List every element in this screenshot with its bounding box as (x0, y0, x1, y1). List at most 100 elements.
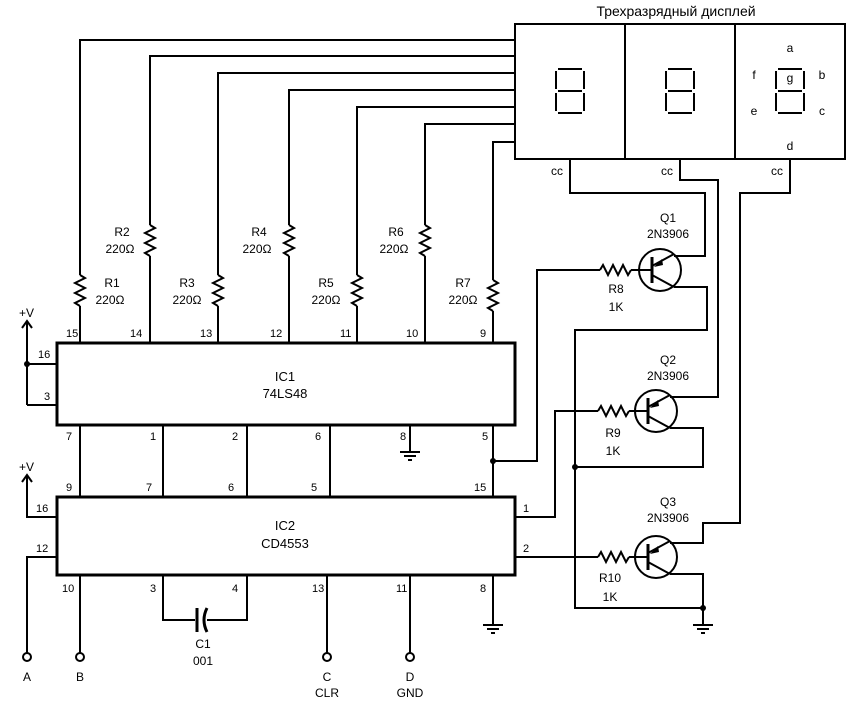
ic1-pin-5: 5 (482, 431, 488, 443)
terminal-d[interactable] (405, 652, 415, 662)
ic2-pin-4: 4 (232, 583, 238, 595)
terminal-a-label: A (23, 670, 31, 684)
cc-wire-digit-2 (670, 159, 719, 398)
q2-part: 2N3906 (647, 369, 689, 383)
ic2-pin-8: 8 (480, 583, 486, 595)
resistor-r3 (212, 274, 224, 307)
r7-value: 220Ω (449, 293, 478, 307)
ic2-pin-5: 5 (311, 482, 317, 494)
terminal-a[interactable] (22, 652, 32, 662)
ic1-pin-8: 8 (400, 431, 406, 443)
r8-ref: R8 (608, 282, 624, 296)
r8-value: 1K (609, 300, 624, 314)
r1-ref: R1 (104, 276, 120, 290)
ic2-chip (55, 495, 517, 577)
ic2-power-rail (26, 475, 57, 518)
resistor-r8 (599, 264, 632, 276)
ic2-pin-6: 6 (228, 482, 234, 494)
ic2-ground-symbol (482, 624, 504, 634)
ic1-pin-13: 13 (200, 328, 212, 340)
segment-label-d: d (787, 139, 794, 153)
r6-ref: R6 (388, 225, 404, 239)
ic1-pin-6: 6 (315, 431, 321, 443)
ic1-power-arrow (21, 319, 33, 329)
q3-ground-symbol (692, 624, 714, 634)
resistor-r1 (74, 274, 86, 307)
q1-part: 2N3906 (647, 227, 689, 241)
c1-ref: C1 (195, 637, 211, 651)
emitter-return-rail (574, 286, 708, 609)
digit-1 (555, 68, 585, 114)
cc-wire-digit-3 (670, 159, 791, 544)
r10-value: 1K (603, 590, 618, 604)
resistor-r5 (351, 274, 363, 307)
ic2-pin-7: 7 (146, 482, 152, 494)
terminal-d-label: D (406, 670, 415, 684)
q2-ref: Q2 (660, 353, 676, 367)
ic1-pin-3: 3 (44, 391, 50, 403)
ic2-pin-12: 12 (36, 543, 48, 555)
q3-part: 2N3906 (647, 511, 689, 525)
display-title: Трехразрядный дисплей (596, 3, 755, 19)
segment-bus-wires (79, 39, 515, 343)
terminal-clr-label: CLR (315, 686, 339, 700)
r1-value: 220Ω (96, 293, 125, 307)
r2-value: 220Ω (106, 242, 135, 256)
terminal-b-label: B (76, 670, 84, 684)
ic2-ref: IC2 (275, 518, 295, 533)
ic2-pin-13: 13 (312, 583, 324, 595)
cc-label-2: cc (661, 164, 673, 178)
resistor-r2 (144, 224, 156, 257)
cc-wire-digit-1 (569, 159, 706, 257)
terminal-c-label: C (323, 670, 332, 684)
segment-label-c: c (819, 104, 825, 118)
ic1-chip (55, 341, 517, 427)
r6-value: 220Ω (380, 242, 409, 256)
ic1-pin-16: 16 (38, 349, 50, 361)
emitter-node (572, 464, 578, 470)
r5-value: 220Ω (312, 293, 341, 307)
terminal-b[interactable] (75, 652, 85, 662)
ic1-pin-1: 1 (150, 431, 156, 443)
ic2-pin-9: 9 (66, 482, 72, 494)
cc-label-3: cc (771, 164, 783, 178)
r4-value: 220Ω (243, 242, 272, 256)
ic2-part: CD4553 (261, 536, 309, 551)
ic1-ref: IC1 (275, 369, 295, 384)
r9-value: 1K (606, 444, 621, 458)
ic2-pin-2: 2 (523, 543, 529, 555)
segment-label-e: e (751, 104, 758, 118)
r9-ref: R9 (605, 426, 621, 440)
ic1-ground-symbol (399, 451, 421, 461)
cc-label-1: cc (551, 164, 563, 178)
ic2-power-label: +V (19, 460, 34, 474)
ic2-pin-15: 15 (474, 482, 486, 494)
r5-ref: R5 (318, 276, 334, 290)
r2-ref: R2 (114, 225, 130, 239)
ic1-part: 74LS48 (263, 386, 308, 401)
segment-label-b: b (819, 68, 826, 82)
segment-label-a: a (787, 41, 794, 55)
resistor-r9 (597, 405, 630, 417)
ic2-pin-3: 3 (150, 583, 156, 595)
ic1-pin-10: 10 (406, 328, 418, 340)
q3-ref: Q3 (660, 495, 676, 509)
c1-value: 001 (193, 654, 213, 668)
ic1-pin-9: 9 (480, 328, 486, 340)
resistor-r10 (597, 551, 630, 563)
terminal-c[interactable] (322, 652, 332, 662)
resistor-r6 (419, 224, 431, 257)
ic2-pin-11: 11 (396, 583, 407, 595)
r3-value: 220Ω (173, 293, 202, 307)
ic1-power-label: +V (19, 306, 34, 320)
ic1-power-node (24, 361, 30, 367)
segment-label-g: g (787, 71, 794, 85)
ic1-pin-11: 11 (340, 328, 351, 340)
ic1-pin-2: 2 (232, 431, 238, 443)
ic1-pin-14: 14 (130, 328, 142, 340)
r4-ref: R4 (251, 225, 267, 239)
ic1-pin-7: 7 (66, 431, 72, 443)
terminal-gnd-label: GND (397, 686, 424, 700)
r10-ref: R10 (599, 571, 621, 585)
ic2-power-arrow (21, 473, 33, 483)
